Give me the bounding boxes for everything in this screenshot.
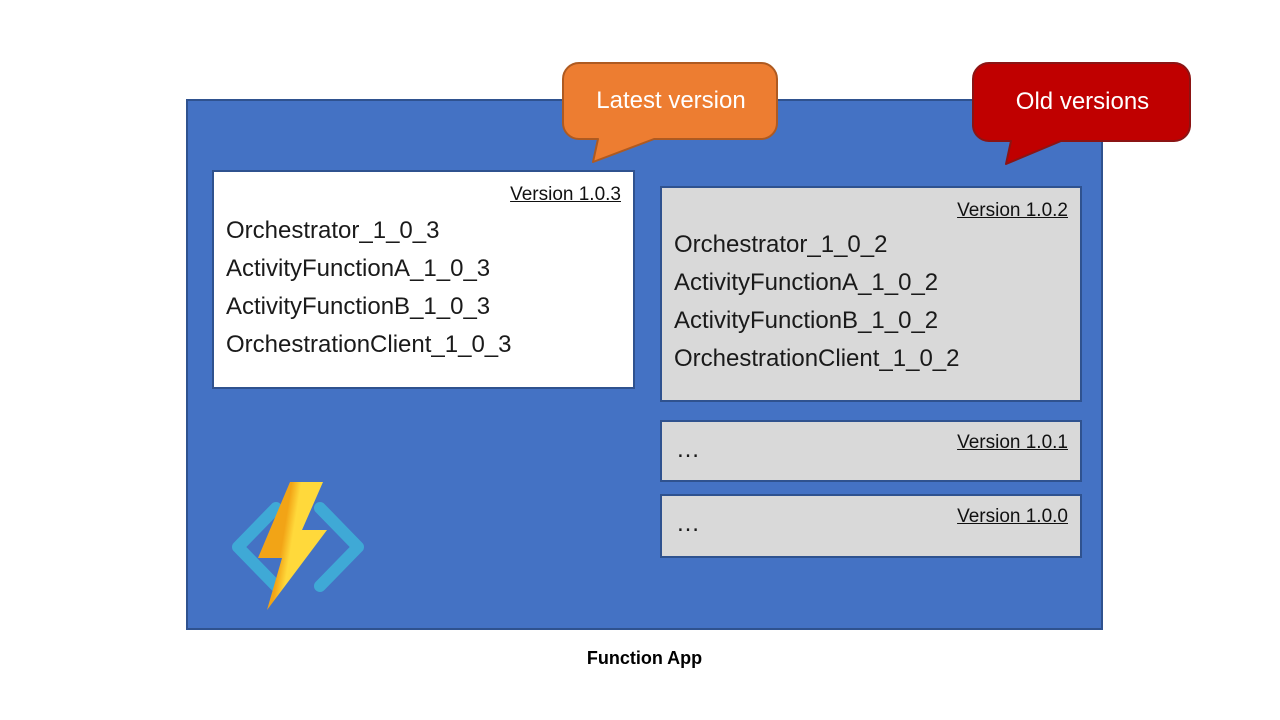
function-list: Orchestrator_1_0_3 ActivityFunctionA_1_0… [214, 172, 633, 364]
speech-bubble-shape [972, 62, 1191, 165]
latest-version-callout: Latest version [562, 62, 780, 166]
function-name: ActivityFunctionB_1_0_2 [674, 307, 939, 334]
version-label: Version 1.0.1 [957, 432, 1068, 453]
version-label: Version 1.0.0 [957, 506, 1068, 527]
function-name: OrchestrationClient_1_0_2 [674, 345, 960, 372]
callout-label: Old versions [1015, 88, 1150, 115]
function-name: ActivityFunctionB_1_0_3 [226, 293, 491, 320]
ellipsis-placeholder: … [676, 436, 700, 463]
function-app-caption: Function App [586, 648, 703, 668]
version-box-1-0-2: Version 1.0.2 Orchestrator_1_0_2 Activit… [660, 186, 1082, 402]
code-brackets-icon [232, 502, 364, 592]
speech-bubble-shape [562, 62, 778, 163]
old-versions-callout: Old versions [972, 62, 1193, 168]
lightning-bolt-icon [258, 482, 327, 610]
version-label: Version 1.0.3 [510, 184, 621, 205]
version-label: Version 1.0.2 [957, 200, 1068, 221]
version-box-1-0-1: Version 1.0.1 … [660, 420, 1082, 482]
function-name: OrchestrationClient_1_0_3 [226, 331, 512, 358]
azure-functions-icon [228, 480, 368, 612]
callout-label: Latest version [596, 87, 746, 114]
ellipsis-placeholder: … [676, 510, 700, 537]
function-name: ActivityFunctionA_1_0_2 [674, 269, 939, 296]
function-name: Orchestrator_1_0_3 [226, 217, 440, 244]
function-name: Orchestrator_1_0_2 [674, 231, 888, 258]
version-box-1-0-3: Version 1.0.3 Orchestrator_1_0_3 Activit… [212, 170, 635, 389]
function-list: Orchestrator_1_0_2 ActivityFunctionA_1_0… [662, 188, 1080, 378]
version-box-1-0-0: Version 1.0.0 … [660, 494, 1082, 558]
function-name: ActivityFunctionA_1_0_3 [226, 255, 491, 282]
